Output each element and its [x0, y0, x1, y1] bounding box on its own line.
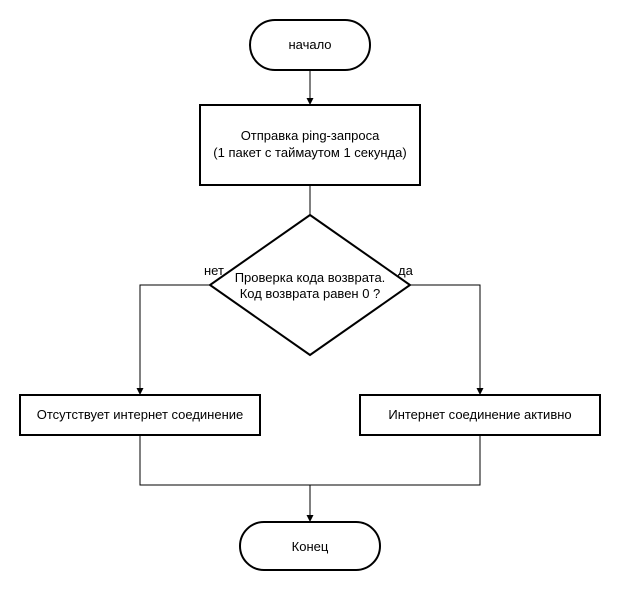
arrowhead-result-no [136, 388, 144, 395]
process-label-line1: Отправка ping-запроса [241, 128, 380, 143]
result-yes-shape [359, 394, 601, 436]
connector-no-to-merge [139, 435, 481, 486]
result-no-node: Отсутствует интернет соединение [19, 394, 261, 436]
process-shape [199, 104, 421, 186]
end-node: Конец [239, 521, 381, 571]
arrowhead-end [306, 515, 314, 522]
start-shape [249, 19, 371, 71]
end-shape [239, 521, 381, 571]
connector-decision-to-no [139, 284, 210, 388]
result-no-shape [19, 394, 261, 436]
branch-no-label: нет [204, 263, 224, 278]
decision-node: Проверка кода возврата. Код возврата рав… [208, 213, 412, 357]
process-label-line2: (1 пакет с таймаутом 1 секунда) [213, 145, 406, 160]
result-yes-label: Интернет соединение активно [388, 407, 571, 422]
connector-decision-to-yes [410, 284, 481, 388]
arrowhead-result-yes [476, 388, 484, 395]
process-node: Отправка ping-запроса (1 пакет с таймаут… [199, 104, 421, 186]
arrowhead-process [306, 98, 314, 105]
start-label: начало [288, 37, 331, 52]
result-yes-node: Интернет соединение активно [359, 394, 601, 436]
decision-shape [208, 213, 412, 357]
connectors [136, 70, 484, 522]
start-node: начало [249, 19, 371, 71]
result-no-label: Отсутствует интернет соединение [37, 407, 244, 422]
end-label: Конец [292, 539, 329, 554]
decision-label-line2: Код возврата равен 0 ? [240, 286, 381, 301]
decision-label-line1: Проверка кода возврата. [235, 270, 386, 285]
branch-yes-label: да [398, 263, 414, 278]
